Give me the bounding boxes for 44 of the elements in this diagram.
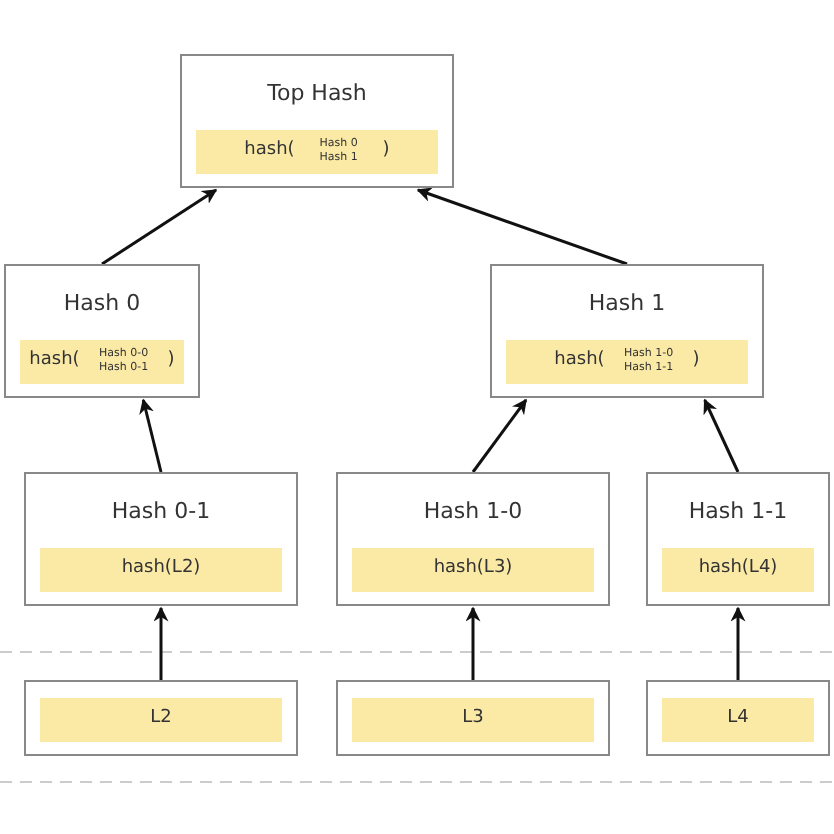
arrow [730, 606, 746, 680]
node-title: Hash 0-1 [109, 498, 213, 524]
arrow [101, 188, 218, 266]
hash-strip [662, 548, 814, 592]
hash-strip [506, 340, 748, 384]
strip-text: L3 [462, 706, 484, 733]
strip-text: ) [382, 138, 390, 165]
leaf-box [24, 680, 298, 756]
hash-node [4, 264, 200, 398]
node-title: Top Hash [265, 80, 369, 106]
strip-text: hash(L3) [433, 556, 513, 583]
strip-text: hash(L2) [121, 556, 201, 583]
arrow [471, 398, 528, 473]
hash-strip [40, 698, 282, 742]
strip-text: L4 [727, 706, 749, 733]
arrow [465, 606, 481, 680]
strip-text: ) [692, 348, 700, 375]
hash-strip [352, 548, 594, 592]
strip-text: hash(L4) [698, 556, 778, 583]
hash-strip [662, 698, 814, 742]
strip-text: hash( [244, 138, 295, 165]
hash-strip [40, 548, 282, 592]
hash-node [336, 472, 610, 606]
hash-node [24, 472, 298, 606]
arrow [416, 187, 628, 266]
hash-node [180, 54, 454, 188]
hash-node [646, 472, 830, 606]
strip-text: L2 [150, 706, 172, 733]
hash-strip [196, 130, 438, 174]
node-title: Hash 0 [61, 290, 143, 316]
arrow [153, 606, 169, 680]
arrow [703, 398, 740, 473]
leaf-box [646, 680, 830, 756]
hash-strip [352, 698, 594, 742]
strip-text: hash( [554, 348, 605, 375]
node-title: Hash 1-0 [421, 498, 525, 524]
strip-text: ) [167, 348, 175, 375]
node-title: Hash 1 [586, 290, 668, 316]
leaf-box [336, 680, 610, 756]
hash-strip [20, 340, 184, 384]
node-title: Hash 1-1 [686, 498, 790, 524]
arrow [139, 398, 163, 473]
strip-text: hash( [29, 348, 80, 375]
hash-node [490, 264, 764, 398]
